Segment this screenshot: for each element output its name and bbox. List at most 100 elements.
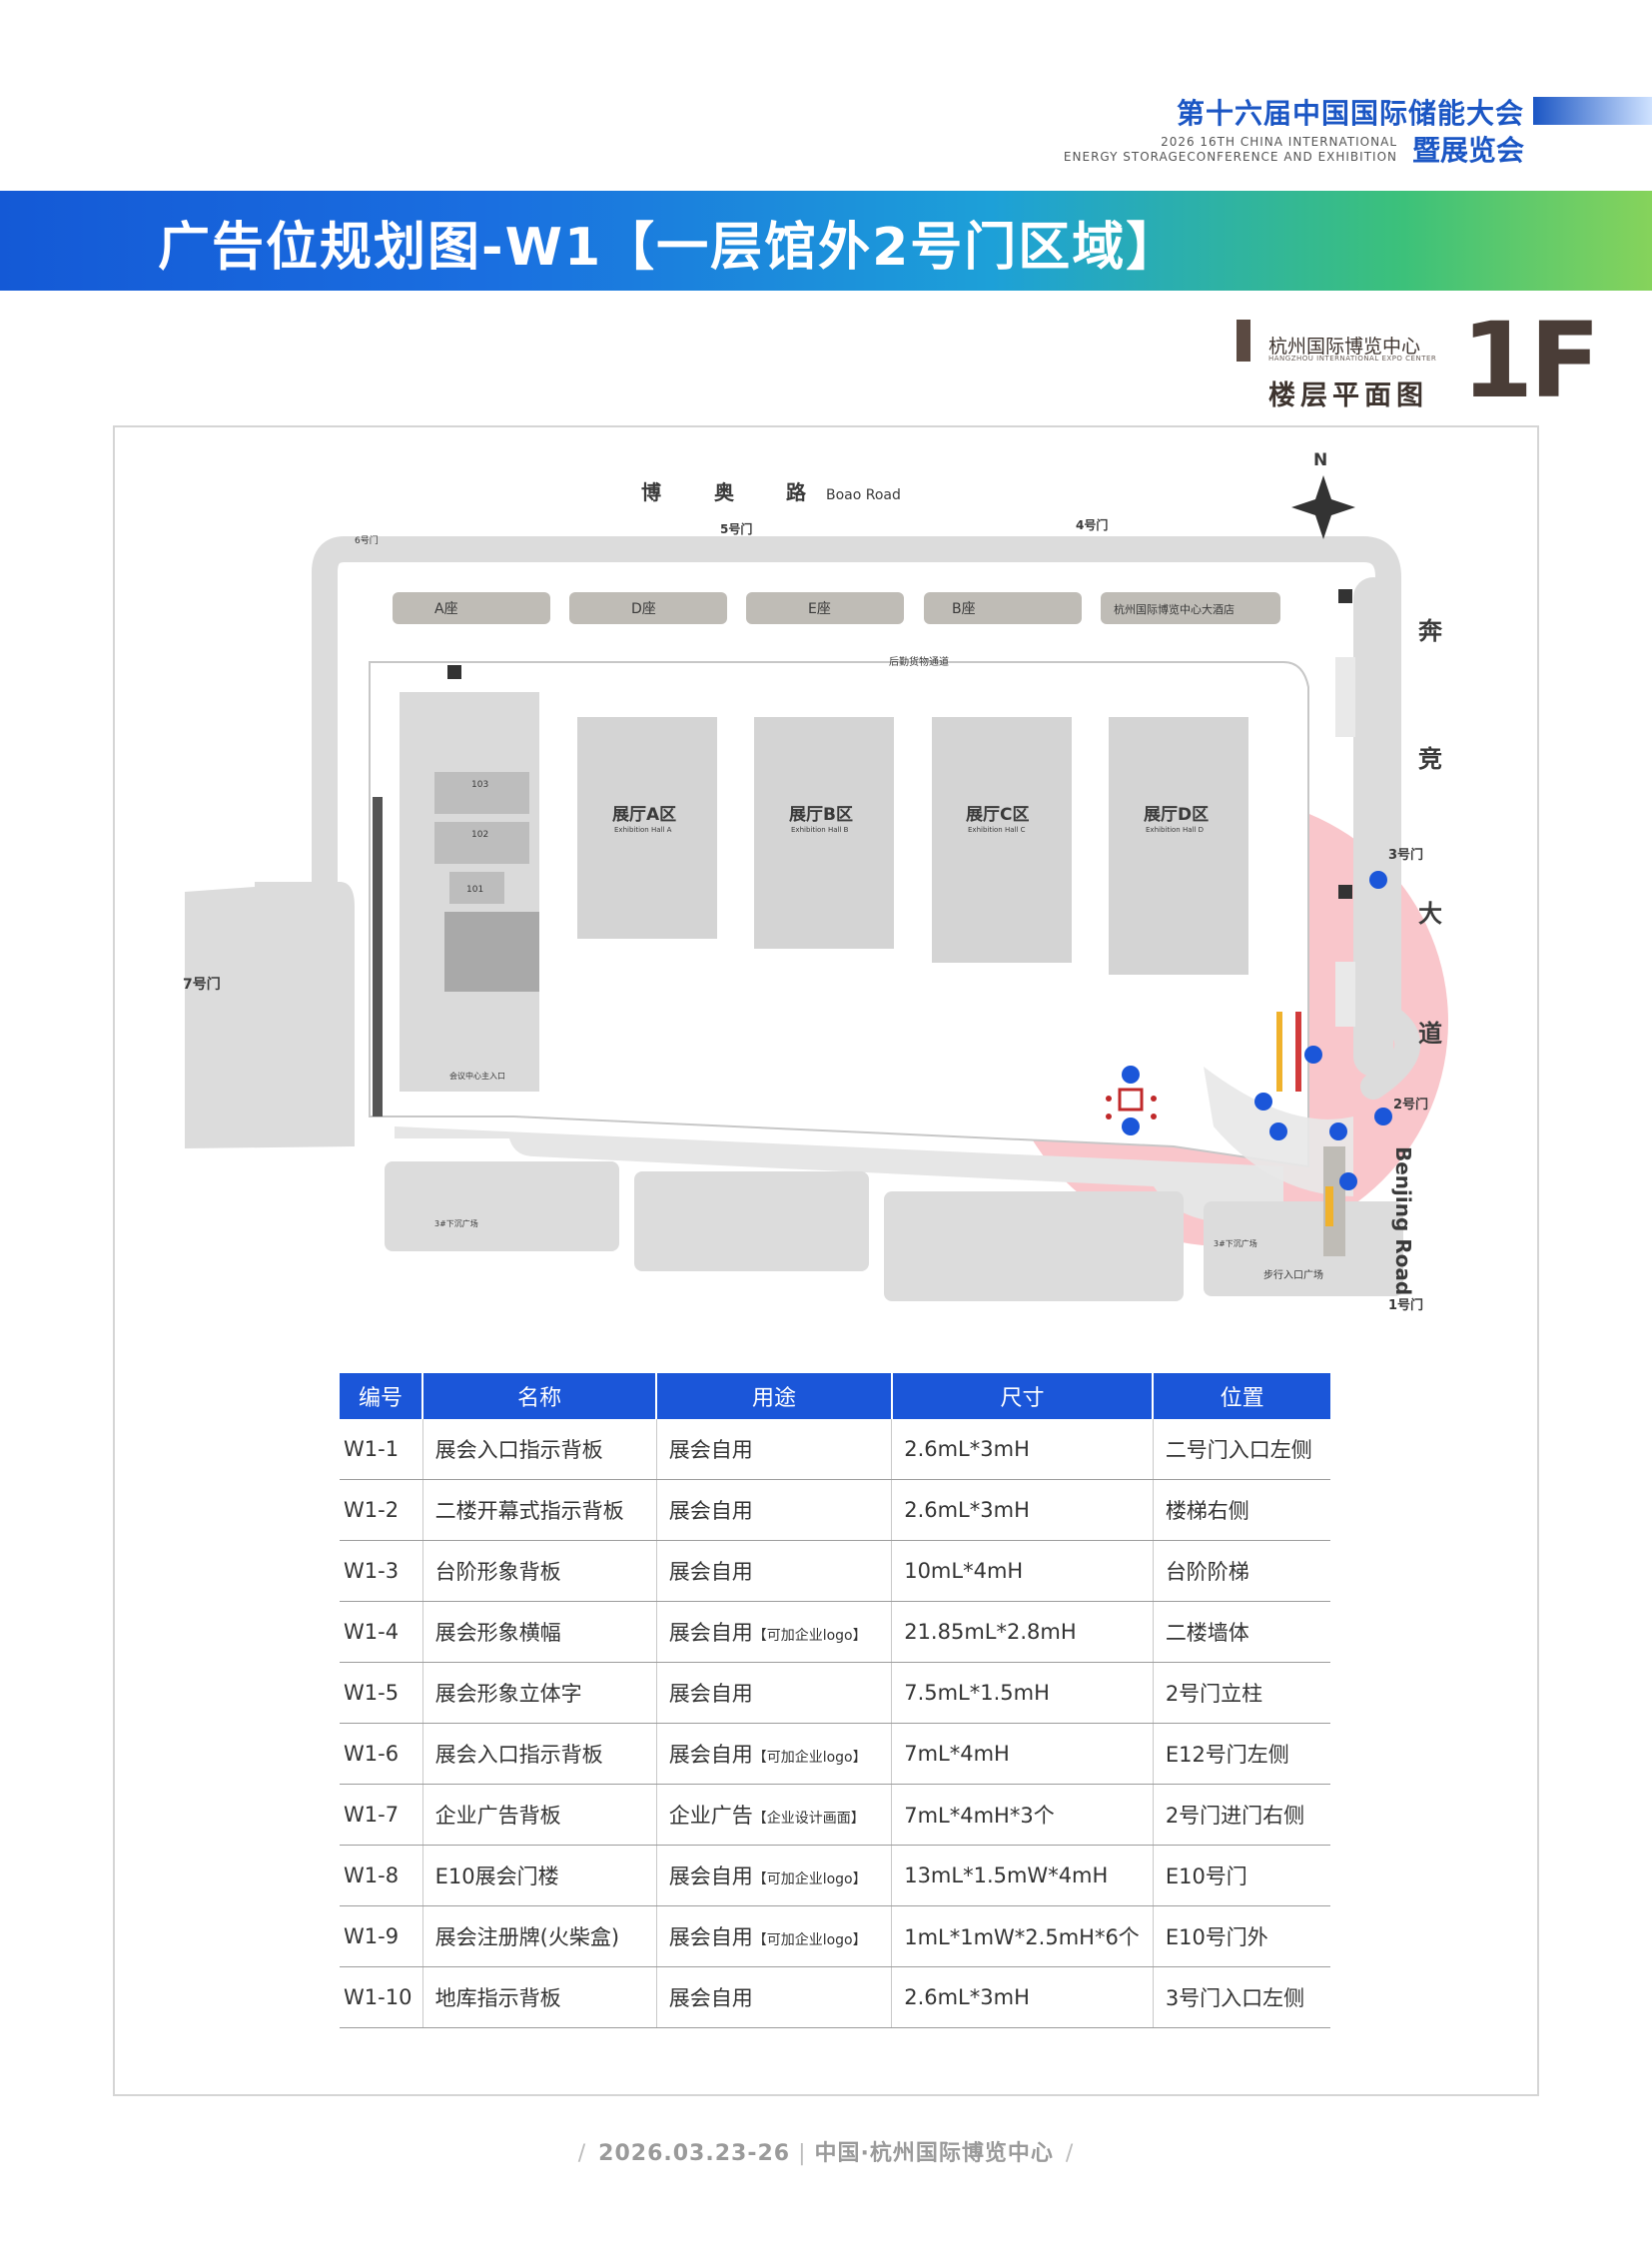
marker-w1-1 — [1374, 1108, 1392, 1125]
cell-name: 展会注册牌(火柴盒) — [421, 1905, 657, 1967]
road-top-1: 博 — [641, 480, 661, 504]
marker-w1-9 — [1329, 1122, 1347, 1140]
cell-id: W1-2 — [340, 1479, 423, 1541]
cell-size: 2.6mL*3mH — [891, 1966, 1154, 2028]
south-corridor — [395, 1126, 1283, 1226]
compass-icon — [1291, 475, 1355, 539]
gate-2: 2号门 — [1393, 1097, 1428, 1113]
cell-location: 楼梯右侧 — [1152, 1479, 1330, 1541]
cell-name: 企业广告背板 — [421, 1784, 657, 1846]
cell-location: 二号门入口左侧 — [1152, 1419, 1330, 1480]
road-right-2: 竞 — [1418, 745, 1442, 773]
room-102-label: 102 — [471, 830, 488, 840]
road-top-3: 路 — [786, 480, 807, 504]
marker-w1-5 — [1122, 1066, 1140, 1084]
block-b-label: B座 — [952, 601, 976, 617]
cell-id: W1-3 — [340, 1540, 423, 1602]
cell-name: 展会入口指示背板 — [421, 1723, 657, 1785]
west-plaza — [185, 882, 355, 1148]
hall-c-en: Exhibition Hall C — [968, 826, 1026, 834]
use-note: 【可加企业logo】 — [752, 1932, 867, 1948]
hall-a-label: 展厅A区 — [612, 805, 676, 825]
cell-location: 2号门进门右侧 — [1152, 1784, 1330, 1846]
title-banner — [0, 191, 1652, 291]
event-subtitle-en-1: 2026 16TH CHINA INTERNATIONAL — [1161, 135, 1397, 149]
cell-size: 2.6mL*3mH — [891, 1419, 1154, 1480]
marker-w1-10 — [1369, 871, 1387, 889]
footer-date: 2026.03.23-26 — [598, 2141, 791, 2166]
page-title: 广告位规划图-W1【一层馆外2号门区域】 — [158, 218, 1181, 278]
cell-location: 台阶阶梯 — [1152, 1540, 1330, 1602]
venue-name: 杭州国际博览中心 — [1268, 336, 1421, 358]
cell-size: 1mL*1mW*2.5mH*6个 — [891, 1905, 1154, 1967]
col-id: 编号 — [340, 1373, 424, 1419]
cell-name: 台阶形象背板 — [421, 1540, 657, 1602]
hall-d-label: 展厅D区 — [1144, 805, 1209, 825]
hall-a — [577, 717, 717, 939]
cell-name: E10展会门楼 — [421, 1845, 657, 1906]
content-frame — [113, 425, 1539, 2096]
use-text: 展会自用 — [668, 1499, 753, 1523]
venue-logo-icon — [1237, 320, 1250, 362]
col-name: 名称 — [422, 1373, 658, 1419]
plaza-3 — [884, 1191, 1184, 1301]
cell-id: W1-4 — [340, 1601, 423, 1663]
cell-use: 展会自用 — [655, 1662, 892, 1724]
rear-road-label: 后勤货物通道 — [889, 655, 949, 668]
footer-place: 中国·杭州国际博览中心 — [814, 2141, 1054, 2166]
west-road — [312, 536, 346, 1017]
use-text: 展会自用 — [668, 1865, 753, 1888]
cell-use: 展会自用 — [655, 1479, 892, 1541]
cell-name: 展会形象立体字 — [421, 1662, 657, 1724]
use-text: 展会自用 — [668, 1438, 753, 1462]
floor-plan-map[interactable]: A座 D座 E座 B座 杭州国际博览中心大酒店 展厅A区 展厅B区 展厅C区 展… — [115, 427, 1537, 1346]
use-text: 展会自用 — [668, 1560, 753, 1584]
cell-location: 2号门立柱 — [1152, 1662, 1330, 1724]
east-road — [1353, 577, 1393, 1077]
gate-4: 4号门 — [1076, 517, 1108, 532]
cell-id: W1-9 — [340, 1905, 423, 1967]
cell-use: 展会自用【可加企业logo】 — [655, 1845, 892, 1906]
use-text: 展会自用 — [668, 1743, 753, 1767]
road-right-4: 道 — [1418, 1020, 1442, 1048]
ped-entry-label: 步行入口广场 — [1263, 1268, 1323, 1281]
cell-use: 企业广告【企业设计画面】 — [655, 1784, 892, 1846]
block-b — [924, 592, 1082, 624]
marker-w1-8 — [1118, 1088, 1144, 1112]
use-text: 企业广告 — [668, 1804, 753, 1828]
road-right-1: 奔 — [1418, 617, 1443, 645]
gate-1: 1号门 — [1388, 1297, 1423, 1313]
cell-location: 3号门入口左侧 — [1152, 1966, 1330, 2028]
cell-name: 展会形象横幅 — [421, 1601, 657, 1663]
room-103 — [434, 772, 529, 814]
road-right-3: 大 — [1418, 900, 1442, 928]
col-location: 位置 — [1153, 1373, 1330, 1419]
marker-w1-2 — [1304, 1046, 1322, 1064]
block-d — [569, 592, 727, 624]
cell-location: E10号门外 — [1152, 1905, 1330, 1967]
stairs — [1323, 1146, 1345, 1256]
block-a-label: A座 — [434, 601, 458, 617]
main-hall — [444, 912, 539, 992]
gate-7: 7号门 — [183, 976, 221, 993]
room-103-label: 103 — [471, 780, 488, 790]
hall-b-en: Exhibition Hall B — [791, 826, 849, 834]
use-note: 【可加企业logo】 — [752, 1628, 867, 1644]
use-note: 【企业设计画面】 — [752, 1811, 865, 1827]
parking-icon — [447, 665, 461, 679]
wing-wall — [373, 797, 383, 1117]
gate-6: 6号门 — [355, 534, 379, 546]
road-top-en: Boao Road — [826, 487, 901, 503]
road-top-2: 奥 — [714, 480, 735, 504]
gate-post-2 — [1276, 1012, 1282, 1092]
block-hotel — [1101, 592, 1280, 624]
room-101 — [449, 872, 504, 904]
hall-d — [1109, 717, 1248, 975]
road-right-en: Benjing Road — [1391, 1146, 1415, 1295]
